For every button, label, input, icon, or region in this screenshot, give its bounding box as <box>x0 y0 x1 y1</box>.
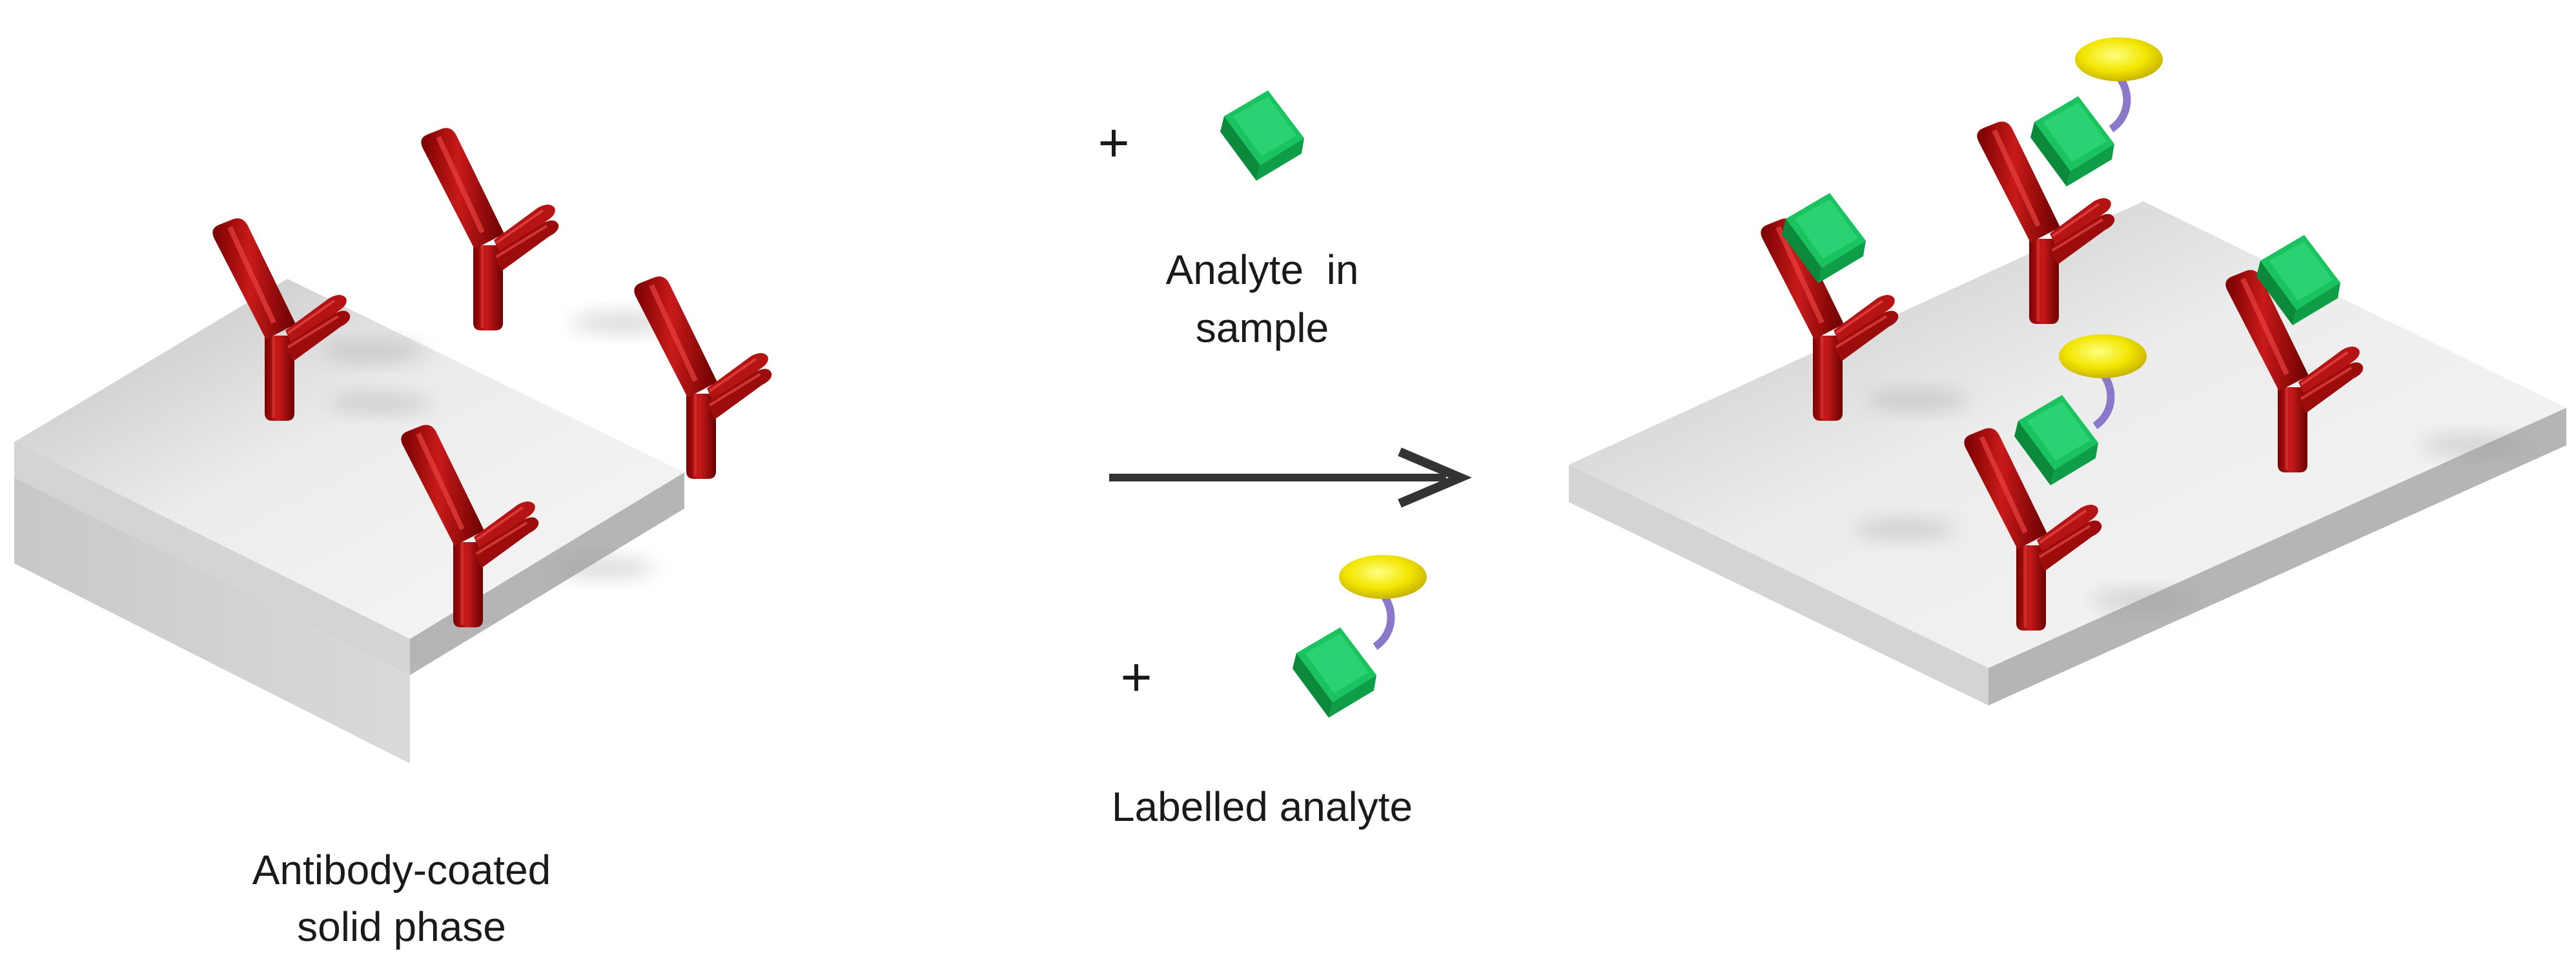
left-solid-phase-plate <box>14 279 684 763</box>
analyte-label-line1: Analyte in <box>1166 247 1359 293</box>
labelled-analyte-group: + Labelled analyte <box>1112 555 1427 830</box>
antibody-icon <box>634 276 772 479</box>
plus-sign-top: + <box>1098 112 1129 173</box>
analyte-in-sample-group: + Analyte in sample <box>1098 90 1358 351</box>
solid-phase-label-line1: Antibody-coated <box>252 847 551 893</box>
bound-analyte-cube-icon <box>2030 96 2114 187</box>
plus-sign-bottom: + <box>1120 647 1152 707</box>
labelled-analyte-cube-icon <box>1293 627 1376 718</box>
analyte-cube-icon <box>1220 90 1304 181</box>
antibody-icon <box>421 128 558 330</box>
reaction-arrow <box>1109 447 1472 508</box>
labelled-analyte-label: Labelled analyte <box>1112 783 1413 830</box>
label-tag-icon <box>1339 555 1427 647</box>
analyte-label-line2: sample <box>1196 305 1329 351</box>
solid-phase-label-line2: solid phase <box>297 904 506 950</box>
